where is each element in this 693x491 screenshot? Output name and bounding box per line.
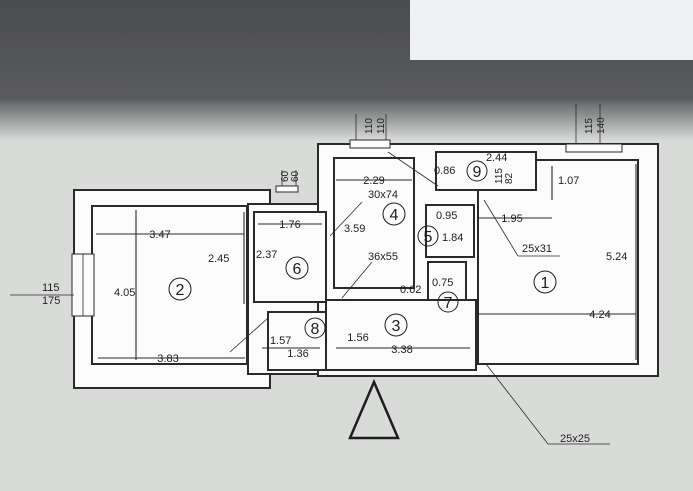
room-1-height: 5.24 xyxy=(606,251,627,263)
room-1-top-left-dimension: 1.95 xyxy=(501,213,522,225)
room-5-height: 1.84 xyxy=(442,232,463,244)
window-room9a-dimension: 115 xyxy=(494,168,505,184)
room-2-width: 3.47 xyxy=(149,229,170,241)
column-a-label: 25x31 xyxy=(522,243,552,255)
room-4-number: 4 xyxy=(390,207,399,224)
room-8-height: 1.57 xyxy=(270,335,291,347)
room-1-width: 4.24 xyxy=(589,309,610,321)
window-top-a2-dimension: 110 xyxy=(376,118,387,134)
room-9-width: 2.44 xyxy=(486,152,507,164)
room-2-bottom-dimension: 3.83 xyxy=(157,353,178,365)
room-6-width: 1.76 xyxy=(279,219,300,231)
room-9-number: 9 xyxy=(473,164,482,181)
walls xyxy=(71,139,659,389)
window-room9b-dimension: 82 xyxy=(504,172,515,184)
room-7-height: 0.62 xyxy=(400,284,421,296)
room-3-width: 3.38 xyxy=(391,344,412,356)
paper-top-edge xyxy=(410,0,693,60)
room-2-height: 4.05 xyxy=(114,287,135,299)
leader-lines xyxy=(10,104,610,445)
window-small1-dimension: 60 xyxy=(280,170,291,182)
room-8-number: 8 xyxy=(311,321,320,338)
opening-b-label: 36x55 xyxy=(368,251,398,263)
room-2-number: 2 xyxy=(176,282,185,299)
room-7-number: 7 xyxy=(444,295,453,312)
room-3-height: 1.56 xyxy=(347,332,368,344)
room-2-right-dimension: 2.45 xyxy=(208,253,229,265)
room-7-width: 0.75 xyxy=(432,277,453,289)
room-9-height: 0.86 xyxy=(434,165,455,177)
room-3-number: 3 xyxy=(392,318,401,335)
room-number-circles xyxy=(168,160,557,339)
window-top-a1-dimension: 110 xyxy=(364,118,375,134)
room-5-number: 5 xyxy=(424,229,433,246)
room-1-number: 1 xyxy=(541,275,550,292)
window-left-bottom-dimension: 175 xyxy=(42,295,60,307)
room-4-width: 2.29 xyxy=(363,175,384,187)
dimension-lines xyxy=(96,164,637,360)
window-left-top-dimension: 115 xyxy=(42,282,60,294)
window-small2-dimension: 60 xyxy=(290,170,301,182)
room-6-height: 2.37 xyxy=(256,249,277,261)
room-5-width: 0.95 xyxy=(436,210,457,222)
column-b-label: 25x25 xyxy=(560,433,590,445)
room-6-number: 6 xyxy=(293,261,302,278)
room-4-height: 3.59 xyxy=(344,223,365,235)
window-top-b2-dimension: 140 xyxy=(596,117,607,134)
room-8-width: 1.36 xyxy=(287,348,308,360)
window-top-b1-dimension: 115 xyxy=(584,118,595,134)
room-1-top-right-dimension: 1.07 xyxy=(558,175,579,187)
north-arrow-icon xyxy=(348,378,400,440)
opening-a-label: 30x74 xyxy=(368,189,398,201)
